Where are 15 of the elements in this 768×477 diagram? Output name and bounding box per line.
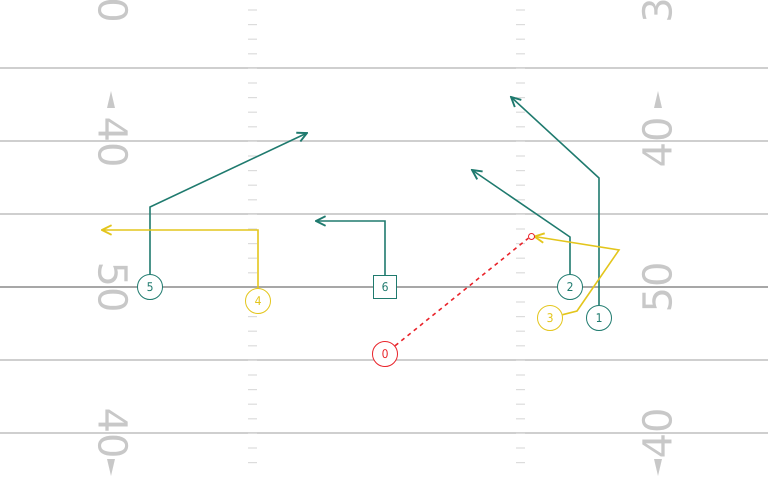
route-arrow — [149, 132, 308, 274]
quarterback-circle: 0 — [372, 341, 398, 367]
player-circle: 2 — [557, 274, 583, 300]
pass-target-circle — [528, 232, 534, 240]
pass-line — [394, 238, 529, 346]
player-circle: 3 — [537, 305, 563, 331]
route-arrow — [510, 96, 600, 305]
route-arrow — [534, 232, 620, 316]
player-circle: 5 — [137, 274, 163, 300]
route-arrow — [471, 169, 571, 274]
player-square: 6 — [373, 275, 397, 299]
route-arrow — [101, 224, 259, 288]
route-arrow — [315, 215, 386, 275]
player-circle: 4 — [245, 288, 271, 314]
player-circle: 1 — [586, 305, 612, 331]
